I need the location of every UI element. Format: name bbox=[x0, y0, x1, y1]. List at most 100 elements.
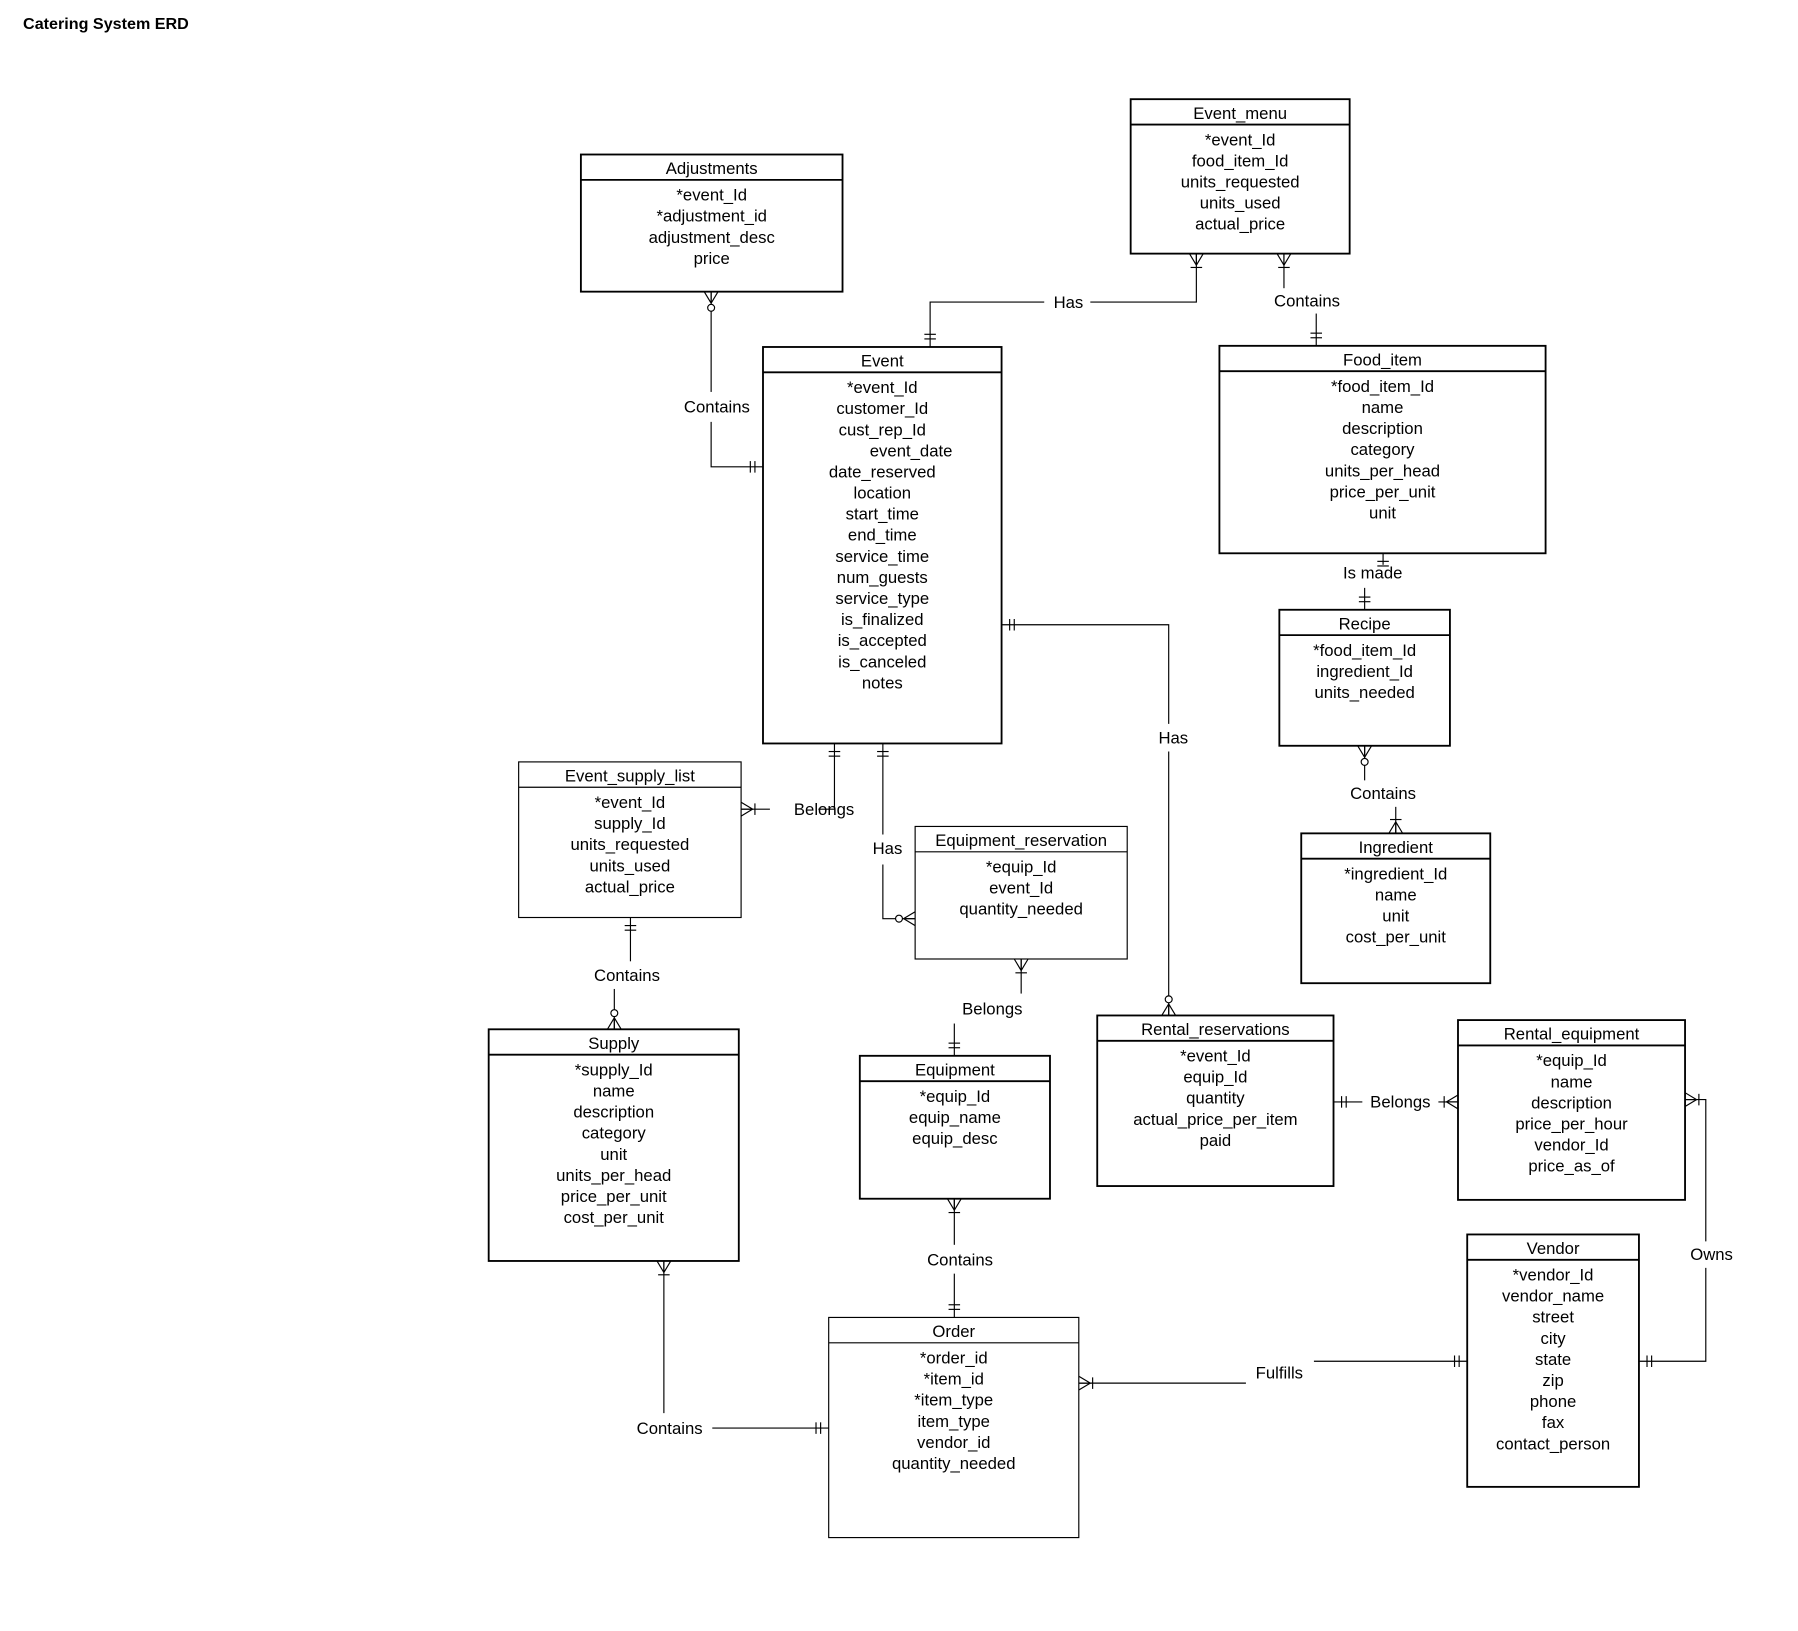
relationship-has[interactable]: Has bbox=[873, 743, 916, 927]
entity-attribute: service_type bbox=[835, 589, 929, 608]
entity-attribute: *event_Id bbox=[1180, 1047, 1251, 1066]
entity-box bbox=[1466, 1233, 1640, 1488]
entity-name: Rental_equipment bbox=[1504, 1025, 1640, 1044]
relationship-contains[interactable]: Contains bbox=[637, 1260, 829, 1438]
entity-attribute: *ingredient_Id bbox=[1344, 864, 1447, 883]
relationship-contains[interactable]: Contains bbox=[684, 291, 763, 473]
relationship-contains[interactable]: Contains bbox=[1274, 253, 1340, 346]
cardinality-one-many-icon bbox=[1276, 253, 1292, 269]
cardinality-one-icon bbox=[1341, 1096, 1347, 1108]
relationship-belongs[interactable]: Belongs bbox=[1333, 1093, 1459, 1112]
relationship-line bbox=[710, 421, 763, 468]
relationship-line bbox=[1685, 1099, 1707, 1242]
entity-box bbox=[1457, 1019, 1686, 1201]
cardinality-one-icon bbox=[1358, 596, 1371, 603]
cardinality-one-many-icon bbox=[1684, 1092, 1700, 1108]
entity-attribute: *event_Id bbox=[595, 793, 666, 812]
relationship-contains[interactable]: Contains bbox=[927, 1198, 993, 1318]
relationship-belongs[interactable]: Belongs bbox=[948, 958, 1029, 1056]
entity-attribute: *item_type bbox=[914, 1391, 993, 1410]
cardinality-one-icon bbox=[1310, 332, 1322, 339]
cardinality-one-many-icon bbox=[1388, 818, 1404, 834]
entity-attribute: name bbox=[1375, 886, 1417, 905]
relationship-fulfills[interactable]: Fulfills bbox=[1078, 1355, 1468, 1391]
cardinality-one-icon bbox=[948, 1304, 961, 1310]
entity-attribute: service_time bbox=[835, 547, 929, 566]
entity-attribute: units_requested bbox=[570, 835, 689, 854]
entity-attribute: price_as_of bbox=[1528, 1157, 1615, 1176]
entity-attribute: customer_Id bbox=[836, 399, 928, 418]
relationship-label: Contains bbox=[637, 1419, 703, 1438]
entity-attribute: price_per_hour bbox=[1515, 1114, 1628, 1133]
entity-attribute: *event_Id bbox=[676, 186, 747, 205]
relationship-has[interactable]: Has bbox=[924, 253, 1204, 347]
entity-attribute: end_time bbox=[848, 526, 917, 545]
entity-recipe[interactable]: Recipe*food_item_Idingredient_Idunits_ne… bbox=[1278, 608, 1451, 747]
cardinality-zero-many-icon bbox=[1357, 745, 1373, 766]
relationship-label: Has bbox=[1054, 293, 1084, 312]
entity-attribute: *supply_Id bbox=[575, 1060, 653, 1079]
entity-attribute: actual_price bbox=[585, 877, 675, 896]
cardinality-one-icon bbox=[948, 1042, 961, 1049]
entity-name: Rental_reservations bbox=[1141, 1020, 1290, 1039]
cardinality-one-icon bbox=[749, 461, 756, 473]
entity-attribute: *equip_Id bbox=[1536, 1051, 1607, 1070]
entity-attribute: *order_id bbox=[920, 1349, 988, 1368]
entity-attribute: *food_item_Id bbox=[1313, 641, 1416, 660]
entity-event-supply-list[interactable]: Event_supply_list*event_Idsupply_Idunits… bbox=[518, 761, 742, 919]
entity-event[interactable]: Event*event_Idcustomer_Idcust_rep_Ideven… bbox=[762, 346, 1003, 745]
cardinality-one-icon bbox=[815, 1422, 822, 1434]
cardinality-one-icon bbox=[924, 333, 936, 340]
entity-supply[interactable]: Supply*supply_Idnamedescriptioncategoryu… bbox=[487, 1028, 740, 1262]
entity-attribute: price_per_unit bbox=[1330, 482, 1436, 501]
entity-order[interactable]: Order*order_id*item_id*item_typeitem_typ… bbox=[828, 1316, 1080, 1539]
cardinality-zero-many-icon bbox=[703, 291, 719, 312]
entity-rental-reservations[interactable]: Rental_reservations*event_Idequip_Idquan… bbox=[1096, 1014, 1335, 1187]
relationship-is-made[interactable]: Is made bbox=[1343, 553, 1402, 610]
cardinality-one-many-icon bbox=[1188, 253, 1204, 269]
relationship-contains[interactable]: Contains bbox=[1350, 745, 1416, 834]
entity-attribute: quantity bbox=[1186, 1089, 1245, 1108]
entity-attribute: quantity_needed bbox=[892, 1454, 1016, 1473]
entity-name: Order bbox=[932, 1322, 975, 1341]
relationship-owns[interactable]: Owns bbox=[1638, 1092, 1733, 1368]
relationship-label: Belongs bbox=[962, 999, 1022, 1018]
entity-adjustments[interactable]: Adjustments*event_Id*adjustment_idadjust… bbox=[579, 153, 844, 293]
entity-attribute: units_per_head bbox=[556, 1166, 671, 1185]
entity-attribute: cust_rep_Id bbox=[839, 420, 926, 439]
entity-attribute: ingredient_Id bbox=[1316, 662, 1413, 681]
cardinality-one-icon bbox=[1453, 1355, 1460, 1368]
relationship-belongs[interactable]: Belongs bbox=[740, 743, 854, 819]
entity-food-item[interactable]: Food_item*food_item_Idnamedescriptioncat… bbox=[1218, 344, 1547, 555]
entity-box bbox=[1096, 1014, 1335, 1187]
entity-vendor[interactable]: Vendor*vendor_Idvendor_namestreetcitysta… bbox=[1466, 1233, 1640, 1488]
relationship-label: Has bbox=[1158, 728, 1188, 747]
entity-box bbox=[828, 1316, 1080, 1539]
entity-attribute: unit bbox=[1382, 907, 1409, 926]
entity-attribute: description bbox=[573, 1103, 654, 1122]
entity-attribute: cost_per_unit bbox=[564, 1208, 665, 1227]
cardinality-one-many-icon bbox=[1078, 1375, 1094, 1391]
entity-box bbox=[1278, 608, 1451, 747]
relationship-contains[interactable]: Contains bbox=[594, 917, 660, 1030]
cardinality-one-icon bbox=[624, 924, 637, 931]
entity-attribute: event_date bbox=[870, 441, 953, 460]
relationship-line bbox=[1001, 624, 1170, 724]
cardinality-one-icon bbox=[1646, 1355, 1653, 1368]
entity-attribute: *vendor_Id bbox=[1513, 1266, 1594, 1285]
entity-ingredient[interactable]: Ingredient*ingredient_Idnameunitcost_per… bbox=[1300, 832, 1492, 985]
relationship-line bbox=[882, 864, 916, 920]
entity-attribute: price_per_unit bbox=[561, 1187, 667, 1206]
relationship-label: Has bbox=[873, 839, 903, 858]
entity-attribute: vendor_id bbox=[917, 1433, 990, 1452]
entity-equipment-reservation[interactable]: Equipment_reservation*equip_Idevent_Idqu… bbox=[914, 825, 1128, 960]
entity-event-menu[interactable]: Event_menu*event_Idfood_item_Idunits_req… bbox=[1129, 98, 1351, 255]
entity-attribute: unit bbox=[600, 1145, 627, 1164]
entity-attribute: is_finalized bbox=[841, 610, 924, 629]
entity-rental-equipment[interactable]: Rental_equipment*equip_Idnamedescription… bbox=[1457, 1019, 1686, 1201]
relationship-has[interactable]: Has bbox=[1001, 618, 1189, 1016]
entity-attribute: notes bbox=[862, 673, 903, 692]
entity-attribute: name bbox=[1362, 398, 1404, 417]
